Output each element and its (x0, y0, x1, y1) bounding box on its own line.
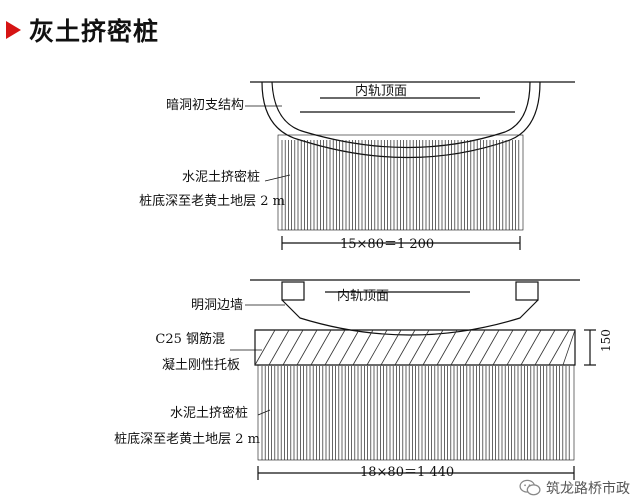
slab-hatch-line (366, 329, 388, 366)
top-rail-label: 内轨顶面 (355, 83, 407, 99)
label-bottom-piles-2: 桩底深至老黄土地层 2 m (114, 432, 260, 447)
label-bottom-piles-1: 水泥土挤密桩 (169, 406, 248, 421)
label-top-piles-2: 桩底深至老黄土地层 2 m (139, 194, 285, 209)
slab-hatch-line (394, 329, 416, 366)
leader-top-piles (264, 174, 291, 182)
label-tunnel: 暗洞初支结构 (165, 98, 244, 113)
slab-hatch-line (464, 329, 486, 366)
slab-hatch-line (310, 329, 332, 366)
slab-hatch-line (254, 329, 276, 366)
top-tunnel-inner (271, 81, 531, 149)
label-bottom-wall: 明洞边墙 (190, 298, 243, 313)
watermark: 筑龙路桥市政 (519, 478, 630, 498)
slab-hatch-line (282, 329, 304, 366)
slab-hatch-line (436, 329, 458, 366)
slab-hatch-line (422, 329, 444, 366)
bottom-wall-right (515, 281, 539, 301)
slab-hatch-line (268, 329, 290, 366)
slab-hatch-line (450, 329, 472, 366)
slab-hatch-group (254, 329, 576, 366)
title-arrow-icon (6, 21, 21, 39)
label-top-piles-1: 水泥土挤密桩 (181, 170, 260, 185)
wechat-icon (519, 479, 541, 496)
slab-hatch-line (338, 329, 360, 366)
bottom-wall-left (281, 281, 305, 301)
slab-hatch-line (478, 329, 500, 366)
label-slab-1: C25 钢筋混 (155, 332, 225, 347)
slab-hatch-line (324, 329, 346, 366)
slab-hatch-line (520, 329, 542, 366)
bottom-pile-area (257, 364, 575, 461)
slab-hatch-line (492, 329, 514, 366)
bottom-rail-label: 内轨顶面 (337, 288, 389, 304)
slab-thickness-label: 150 (599, 329, 613, 352)
top-piles-group (281, 140, 520, 230)
top-dimension-label: 15×80＝1 200 (340, 237, 434, 252)
bottom-tunnel-floor (281, 299, 539, 336)
slab-hatch-line (380, 329, 402, 366)
leader-bottom-piles (257, 409, 271, 416)
slab-hatch-line (562, 329, 576, 366)
watermark-text: 筑龙路桥市政 (546, 481, 630, 497)
slab-hatch-line (408, 329, 430, 366)
slab-hatch-line (352, 329, 374, 366)
slab-hatch-line (506, 329, 528, 366)
bottom-piles-group (261, 366, 570, 460)
slide-title: 灰土挤密桩 (29, 17, 160, 46)
slab-hatch-line (296, 329, 318, 366)
slab-hatch-line (534, 329, 556, 366)
bottom-dimension-label: 18×80＝1 440 (360, 465, 454, 480)
bottom-slab (254, 329, 576, 366)
slab-hatch-line (548, 329, 570, 366)
label-slab-2: 凝土刚性托板 (161, 358, 240, 373)
title-row: 灰土挤密桩 (6, 14, 159, 46)
